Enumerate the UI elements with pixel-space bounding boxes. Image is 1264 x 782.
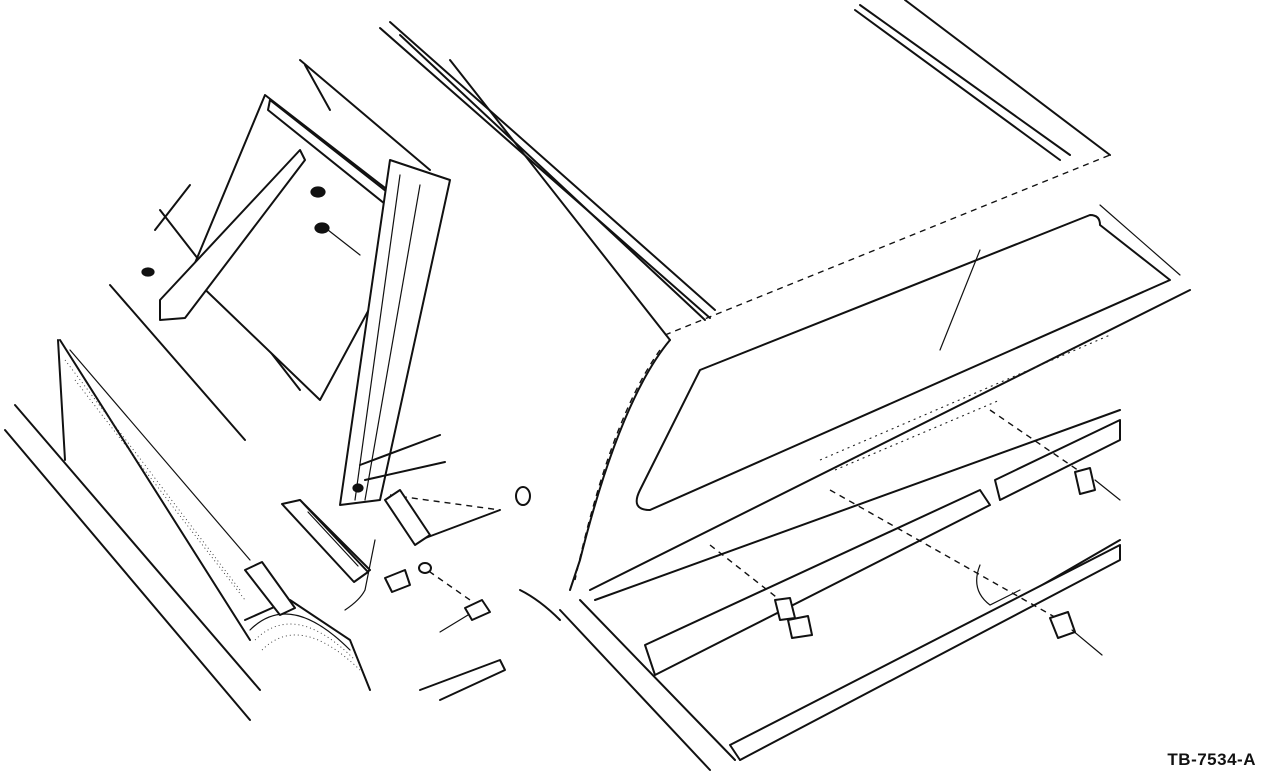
cab-seal <box>281 499 369 583</box>
camper-shell <box>379 0 1191 771</box>
cab-rear-window <box>159 94 421 401</box>
hardware <box>244 434 1121 656</box>
window-screws <box>141 186 361 277</box>
assembly-lines <box>389 409 1086 621</box>
mounting-rails <box>644 334 1121 676</box>
figure-label: TB-7534-A <box>1167 750 1256 769</box>
truck-cab <box>4 59 506 721</box>
